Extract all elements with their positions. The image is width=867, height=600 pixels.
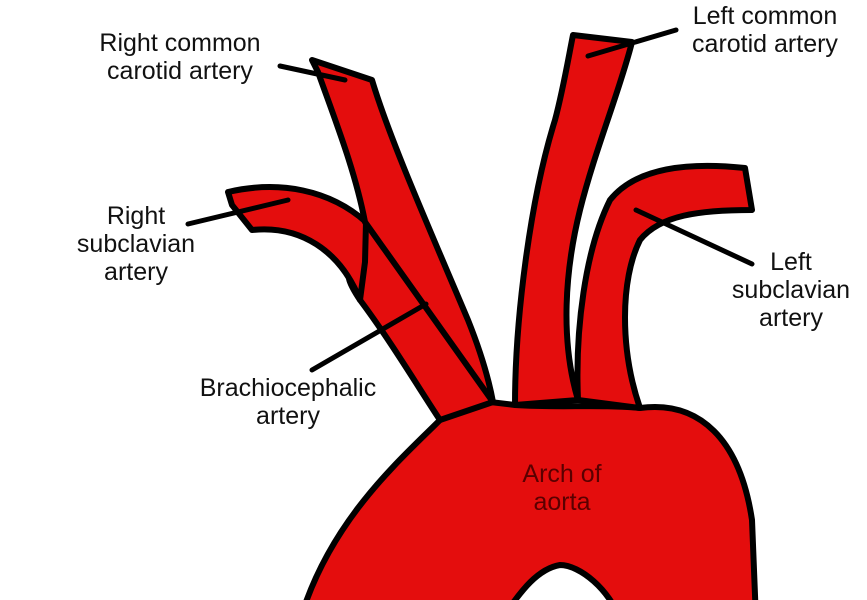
label-line: artery — [759, 304, 823, 332]
label-left-common-carotid-artery: Left common carotid artery — [670, 2, 860, 58]
label-line: Left common — [692, 2, 838, 30]
label-line: subclavian — [731, 276, 851, 304]
leader-line-brachiocephalic — [309, 301, 429, 373]
right-common-carotid-artery-shape — [309, 57, 496, 405]
right-subclavian-artery-shape — [225, 184, 369, 303]
label-brachiocephalic-artery: Brachiocephalic artery — [178, 374, 398, 430]
leader-line-left-common-carotid — [585, 27, 679, 59]
label-line: Brachiocephalic — [199, 374, 377, 402]
label-right-common-carotid-artery: Right common carotid artery — [80, 29, 280, 85]
leader-line-right-common-carotid — [277, 63, 348, 83]
label-line: Right — [106, 202, 166, 230]
label-line: subclavian — [76, 230, 196, 258]
label-line: aorta — [533, 488, 591, 516]
leader-line-right-subclavian — [185, 197, 291, 227]
label-line: carotid artery — [107, 57, 253, 85]
label-line: Right common — [99, 29, 261, 57]
label-line: carotid artery — [692, 30, 838, 58]
label-right-subclavian-artery: Right subclavian artery — [66, 202, 206, 286]
label-line: artery — [256, 402, 320, 430]
label-line: Left — [770, 248, 812, 276]
label-left-subclavian-artery: Left subclavian artery — [716, 248, 866, 332]
label-line: Arch of — [522, 460, 602, 488]
left-subclavian-artery-shape — [574, 162, 755, 411]
leader-line-left-subclavian — [633, 207, 755, 267]
label-line: artery — [104, 258, 168, 286]
label-arch-of-aorta: Arch of aorta — [492, 460, 632, 516]
